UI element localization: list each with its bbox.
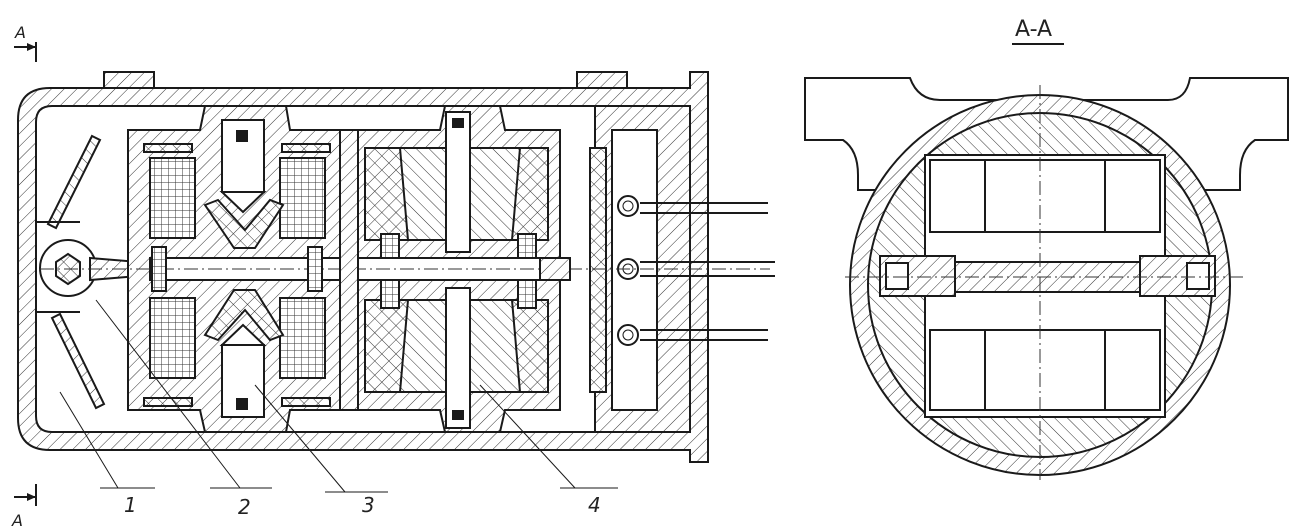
leaders <box>59 299 618 493</box>
callout-1: 1 <box>124 493 137 517</box>
plunger-tip <box>219 191 267 214</box>
screw-head-key <box>452 410 464 420</box>
section-view-a-a: A-A <box>804 17 1289 480</box>
coil-shield <box>281 143 331 153</box>
plunger-tip <box>219 323 267 346</box>
insulator-board <box>589 147 607 393</box>
section-letter-top: A <box>14 23 26 42</box>
coil <box>149 157 196 239</box>
fitting-socket <box>885 262 909 290</box>
core-block-lower-inner <box>984 329 1106 411</box>
screw-upper <box>445 111 471 253</box>
section-mark-bottom: A <box>11 484 37 530</box>
section-letter-bottom: A <box>11 511 23 530</box>
section-title: A-A <box>1015 17 1052 42</box>
leader-line-2 <box>95 299 241 489</box>
lever-arm-upper <box>46 134 102 230</box>
pivot-bracket <box>35 221 80 313</box>
core-block-upper-inner <box>984 159 1106 233</box>
coil-shield <box>143 397 193 407</box>
fitting-socket <box>1186 262 1210 290</box>
screw-head-key <box>452 118 464 128</box>
coil-shield <box>281 397 331 407</box>
section-mark-top: A <box>14 23 37 62</box>
lever-arm-lower <box>50 312 106 410</box>
coil-shield <box>143 143 193 153</box>
leader-line-1 <box>59 391 119 489</box>
coil <box>279 297 326 379</box>
shaft-bushing <box>307 246 323 292</box>
shaft-end <box>539 257 571 281</box>
housing-shell <box>17 71 709 463</box>
main-section-view <box>17 71 775 463</box>
separator-wall <box>339 129 359 411</box>
terminal-pins <box>617 195 775 346</box>
coil <box>149 297 196 379</box>
plunger-key <box>236 398 248 410</box>
leader-line-4 <box>479 384 576 489</box>
plunger-key <box>236 130 248 142</box>
section-arrow-icon <box>14 484 37 506</box>
core-insulation <box>203 289 285 342</box>
coil <box>279 157 326 239</box>
shaft-bushing <box>151 246 167 292</box>
core-insulation <box>203 198 285 249</box>
callout-4: 4 <box>588 493 601 517</box>
callout-3: 3 <box>362 493 375 517</box>
section-arrow-icon <box>14 42 37 62</box>
leader-line-3 <box>254 384 346 493</box>
callout-2: 2 <box>238 495 251 519</box>
screw-lower <box>445 287 471 429</box>
